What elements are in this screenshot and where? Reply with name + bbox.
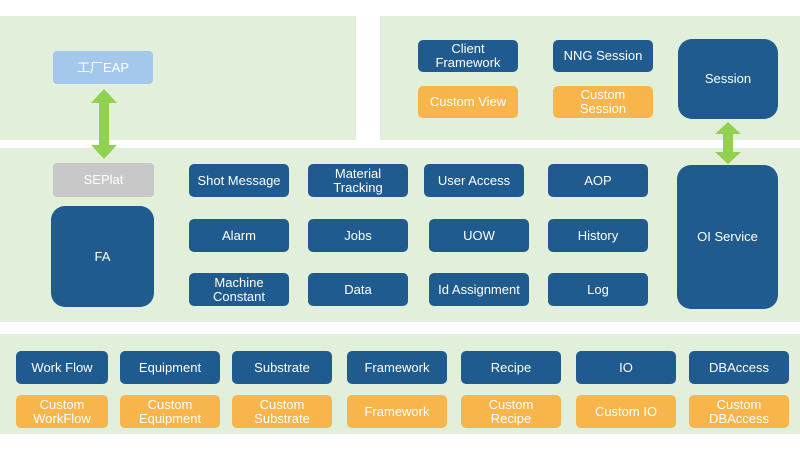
bottom-module-equipment: Equipment [120, 351, 220, 384]
module-history: History [548, 219, 648, 252]
bottom-module-dbaccess: DBAccess [689, 351, 789, 384]
bottom-custom-recipe: Custom Recipe [461, 395, 561, 428]
module-alarm: Alarm [189, 219, 289, 252]
eap-seplat-arrow [91, 89, 117, 159]
fa-box: FA [51, 206, 154, 307]
module-jobs: Jobs [308, 219, 408, 252]
custom-view-box: Custom View [418, 86, 518, 118]
module-data: Data [308, 273, 408, 306]
bottom-module-recipe: Recipe [461, 351, 561, 384]
module-shot-message: Shot Message [189, 164, 289, 197]
module-aop: AOP [548, 164, 648, 197]
nng-session-box: NNG Session [553, 40, 653, 72]
seplat-box: SEPlat [53, 163, 154, 197]
bottom-custom-equipment: Custom Equipment [120, 395, 220, 428]
bottom-module-io: IO [576, 351, 676, 384]
module-machine-constant: Machine Constant [189, 273, 289, 306]
bottom-custom-io: Custom IO [576, 395, 676, 428]
module-uow: UOW [429, 219, 529, 252]
bottom-custom-workflow: Custom WorkFlow [16, 395, 108, 428]
bottom-module-substrate: Substrate [232, 351, 332, 384]
factory-eap-box: 工厂EAP [53, 51, 153, 84]
session-oi-arrow [715, 122, 741, 164]
bottom-custom-substrate: Custom Substrate [232, 395, 332, 428]
module-log: Log [548, 273, 648, 306]
module-user-access: User Access [424, 164, 524, 197]
client-framework-box: Client Framework [418, 40, 518, 72]
custom-session-box: Custom Session [553, 86, 653, 118]
module-material-tracking: Material Tracking [308, 164, 408, 197]
oi-service-box: OI Service [677, 165, 778, 309]
module-id-assignment: Id Assignment [429, 273, 529, 306]
session-box: Session [678, 39, 778, 119]
bottom-custom-dbaccess: Custom DBAccess [689, 395, 789, 428]
bottom-custom-framework: Framework [347, 395, 447, 428]
bottom-module-framework: Framework [347, 351, 447, 384]
bottom-module-workflow: Work Flow [16, 351, 108, 384]
